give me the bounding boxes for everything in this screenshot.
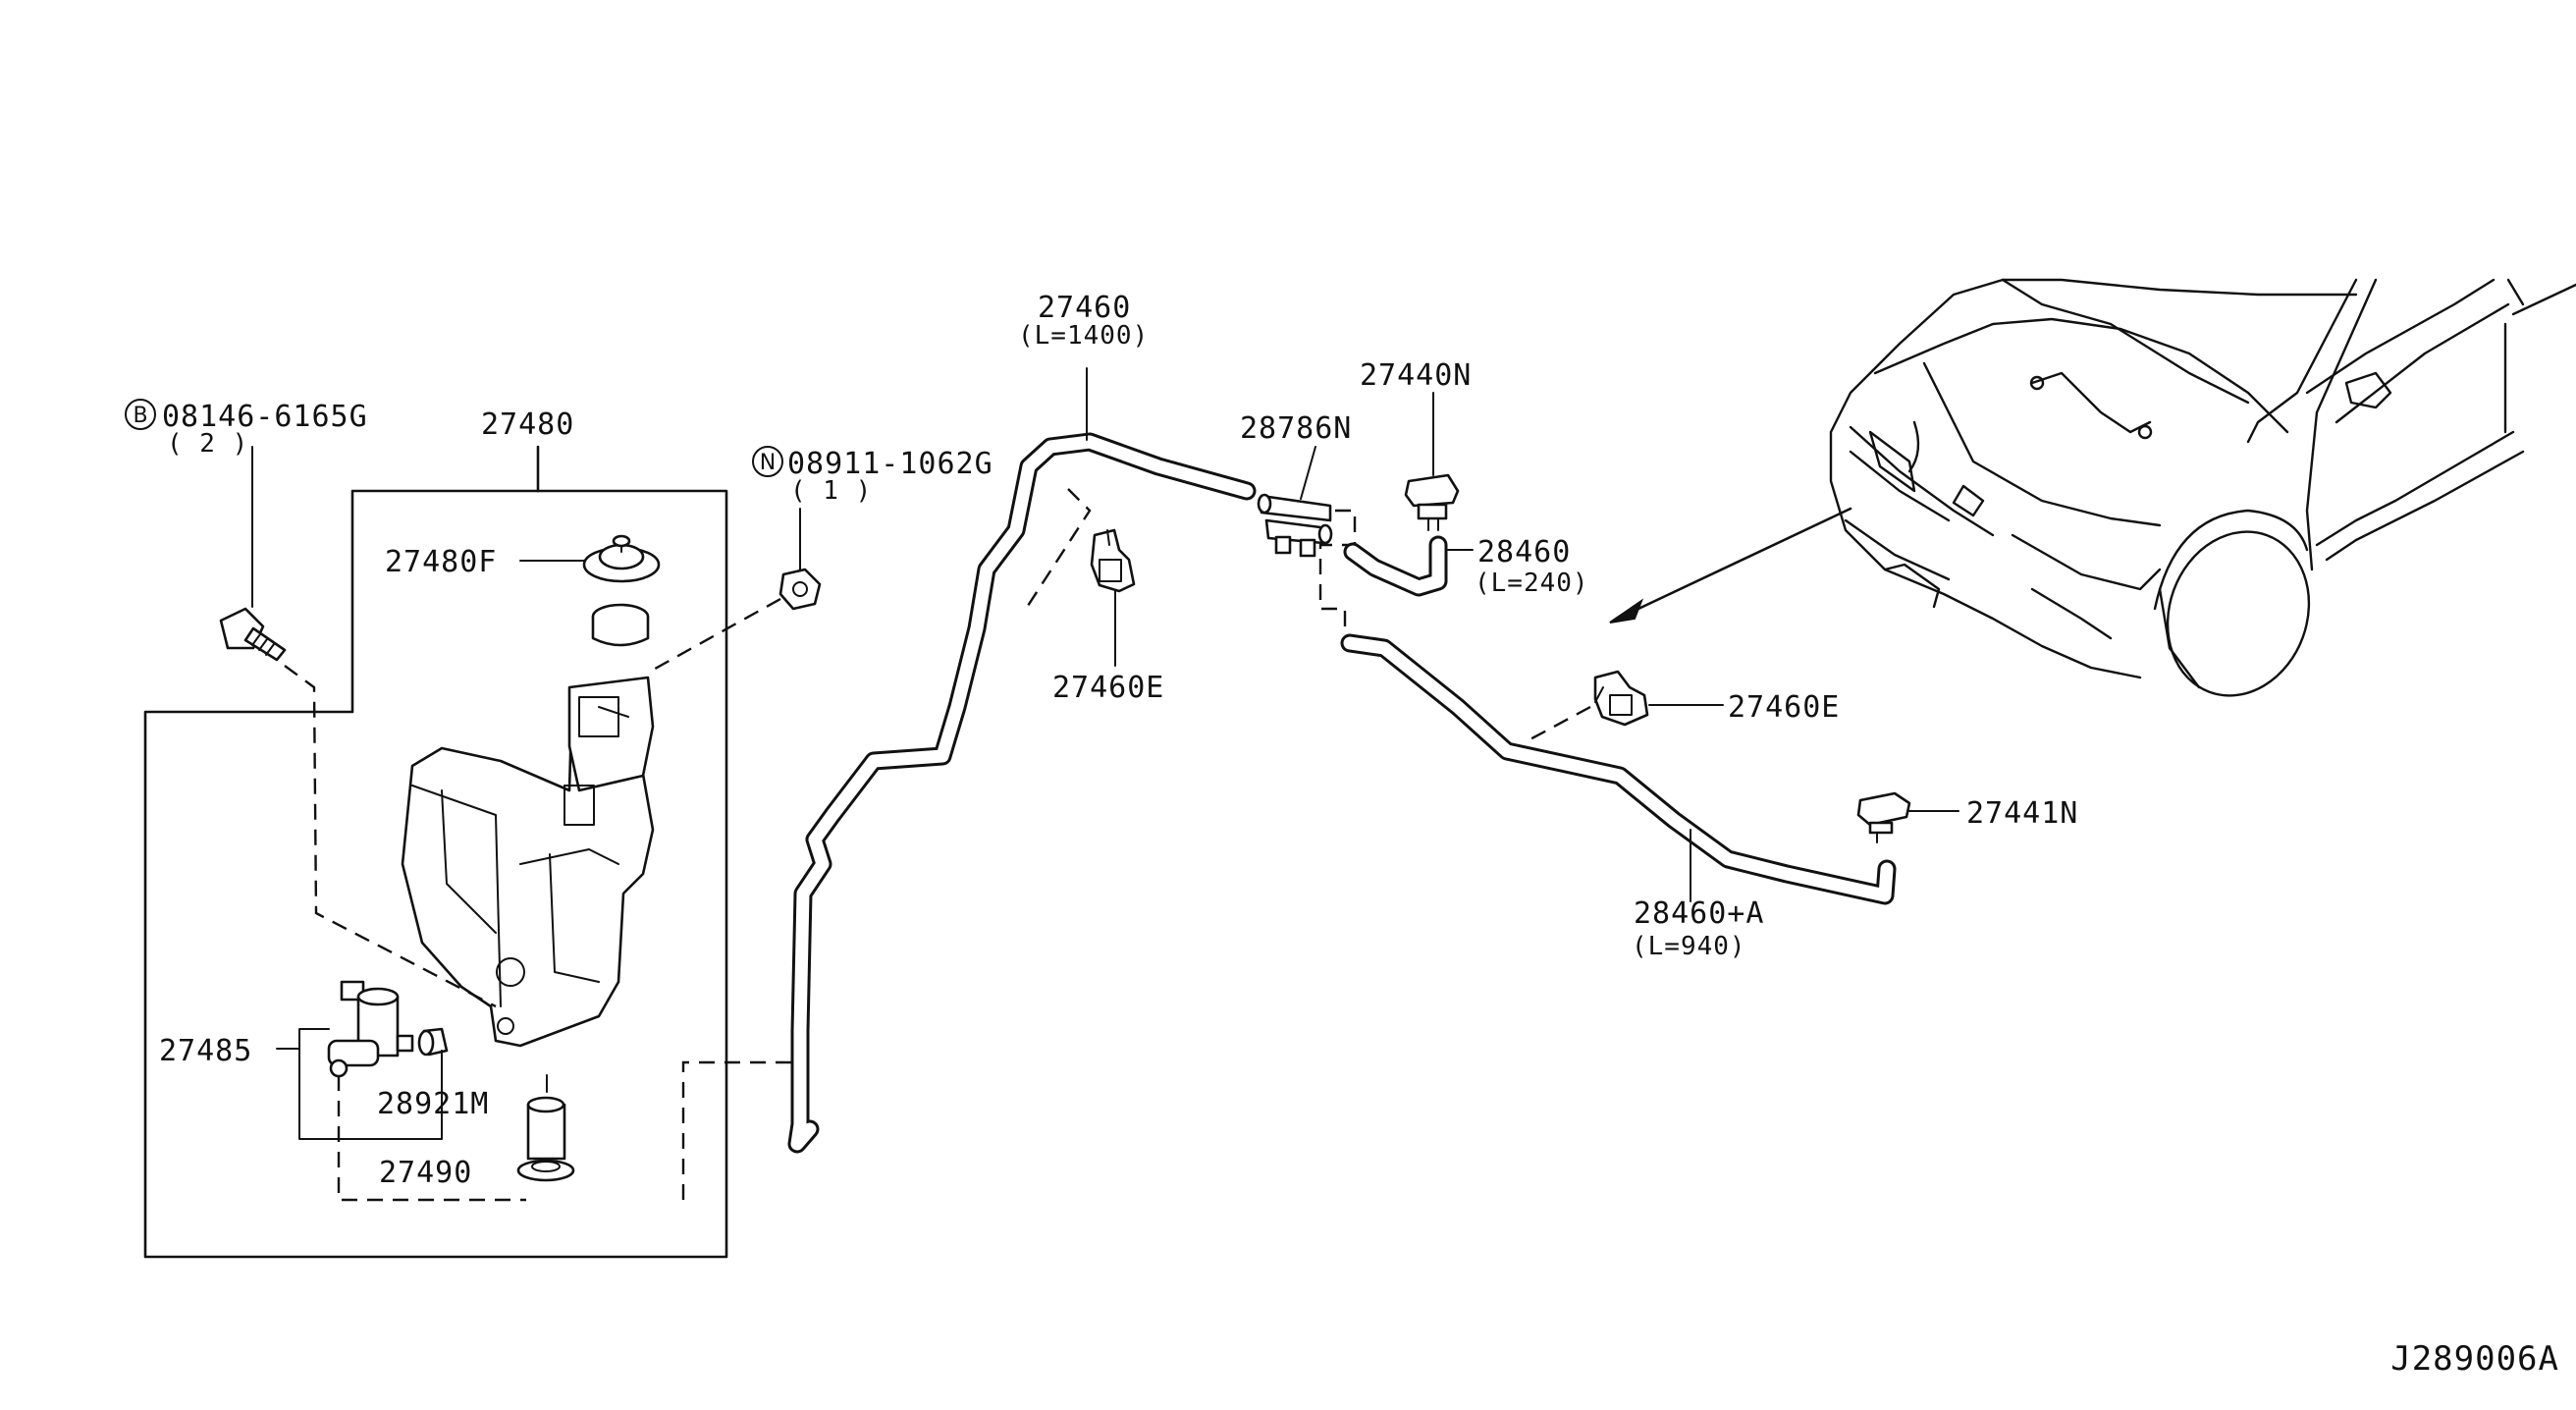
label-hose-short-length: (L=240) [1475, 569, 1589, 598]
vehicle-outline [1829, 278, 2576, 697]
label-filler-cap: 27480F [385, 545, 497, 579]
dash-nut-to-tank [647, 597, 781, 675]
bolt-symbol-circle [125, 399, 156, 430]
dash-tank-to-hose [681, 1060, 802, 1200]
bolt-symbol: B [133, 404, 147, 428]
hose-long[interactable] [1340, 633, 1897, 905]
hose-main[interactable] [787, 432, 1257, 1154]
dash-bolt-to-tank [284, 665, 497, 1008]
label-strainer: 27490 [379, 1156, 472, 1190]
label-bolt-qty: ( 2 ) [167, 429, 248, 459]
hose-clip-lower[interactable] [1593, 670, 1649, 727]
label-hose-long: 28460+A [1634, 896, 1764, 931]
strainer[interactable] [516, 1096, 575, 1182]
label-hose-short: 28460 [1477, 535, 1571, 569]
washer-tank[interactable] [401, 676, 655, 1048]
label-nozzle-right: 27441N [1966, 796, 2078, 831]
filler-cap[interactable] [582, 534, 661, 583]
washer-nozzle-right[interactable] [1856, 791, 1911, 843]
label-pump: 27485 [159, 1034, 252, 1068]
dash-hose-to-clip-lower [1526, 705, 1591, 743]
washer-nozzle-left[interactable] [1404, 473, 1460, 531]
hose-clip-upper[interactable] [1090, 528, 1136, 593]
label-clip-lower: 27460E [1728, 690, 1840, 725]
label-hose-long-length: (L=940) [1632, 932, 1746, 961]
hose-connector[interactable] [1257, 493, 1333, 558]
label-nut-part-no: 08911-1062G [787, 447, 993, 481]
dash-hose-to-clip [1024, 488, 1092, 610]
nut-symbol-circle [752, 446, 783, 477]
nut[interactable] [778, 568, 822, 611]
nut-symbol: N [760, 451, 776, 475]
washer-pump[interactable] [327, 980, 414, 1078]
location-arrow [1609, 507, 1852, 624]
label-nut-qty: ( 1 ) [790, 476, 872, 506]
label-clip-upper: 27460E [1052, 671, 1164, 705]
tank-assembly-frame [143, 445, 728, 1259]
leader-connector [1300, 446, 1316, 500]
label-hose-main: 27460 [1038, 291, 1131, 325]
label-tank-assembly: 27480 [481, 407, 574, 442]
label-grommet: 28921M [377, 1087, 489, 1121]
label-connector: 28786N [1240, 411, 1352, 446]
tank-neck-cap [591, 603, 650, 647]
label-nozzle-left: 27440N [1360, 358, 1472, 393]
label-hose-main-length: (L=1400) [1018, 321, 1149, 351]
label-bolt-part-no: 08146-6165G [162, 400, 368, 434]
dash-connector-joint [1318, 509, 1357, 646]
diagram-id: J289006A [2390, 1339, 2559, 1379]
pump-grommet[interactable] [417, 1027, 449, 1057]
hose-short[interactable] [1343, 535, 1448, 597]
pump-bracket [298, 1028, 443, 1140]
bolt[interactable] [219, 607, 287, 662]
